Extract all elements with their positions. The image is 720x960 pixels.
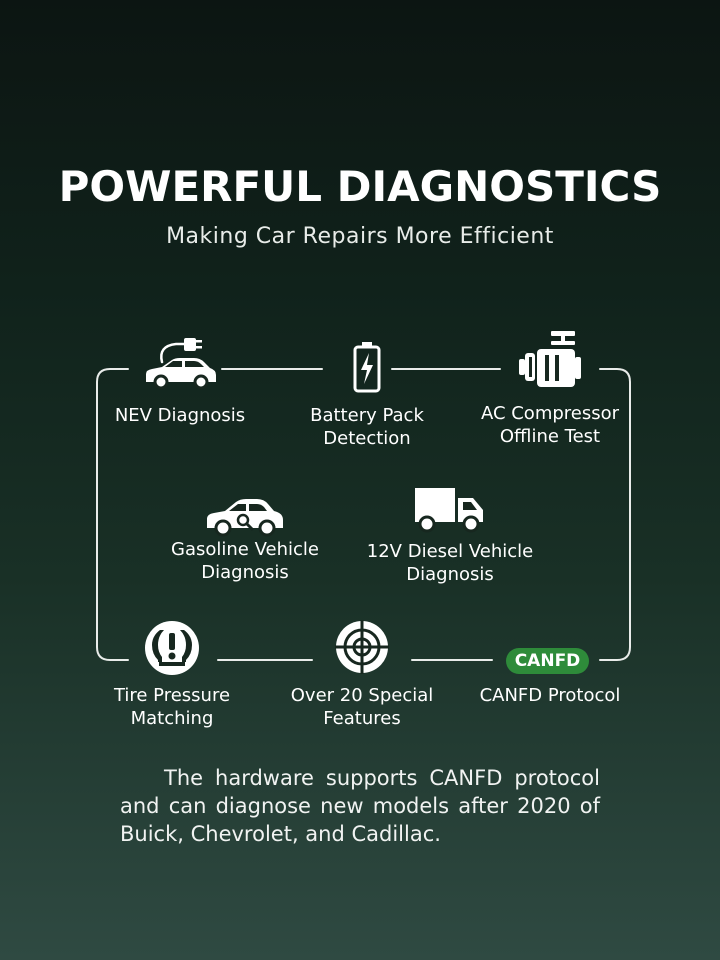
- feature-label: Over 20 Special Features: [290, 685, 434, 729]
- feature-label: Battery Pack Detection: [310, 405, 424, 449]
- feature-special-functions: Over 20 Special Features: [282, 616, 442, 736]
- ev-car-icon: [146, 338, 216, 390]
- ac-compressor-icon: [519, 331, 581, 387]
- feature-canfd-protocol: CANFD Protocol: [470, 616, 630, 706]
- feature-label: AC Compressor Offline Test: [480, 403, 620, 447]
- feature-diesel-vehicle: 12V Diesel Vehicle Diagnosis: [350, 476, 550, 596]
- feature-ac-compressor: AC Compressor Offline Test: [470, 325, 630, 447]
- feature-label: NEV Diagnosis: [114, 405, 246, 426]
- page-subtitle: Making Car Repairs More Efficient: [166, 224, 554, 249]
- feature-battery-pack: Battery Pack Detection: [287, 330, 447, 450]
- crosshair-icon: [335, 620, 389, 674]
- feature-label: CANFD Protocol: [479, 685, 621, 706]
- tire-pressure-icon: [145, 621, 199, 675]
- feature-nev-diagnosis: NEV Diagnosis: [100, 330, 260, 430]
- feature-gasoline-vehicle: Gasoline Vehicle Diagnosis: [165, 480, 325, 590]
- description-text: The hardware supports CANFD protocol and…: [120, 766, 600, 846]
- feature-label: 12V Diesel Vehicle Diagnosis: [366, 541, 534, 585]
- canfd-badge: CANFD: [506, 648, 589, 674]
- truck-icon: [415, 488, 483, 533]
- battery-icon: [353, 342, 381, 393]
- feature-label: Tire Pressure Matching: [113, 685, 231, 729]
- car-search-icon: [207, 499, 283, 537]
- page-title: POWERFUL DIAGNOSTICS: [58, 162, 662, 211]
- feature-tire-pressure: Tire Pressure Matching: [92, 616, 252, 736]
- feature-label: Gasoline Vehicle Diagnosis: [171, 539, 319, 583]
